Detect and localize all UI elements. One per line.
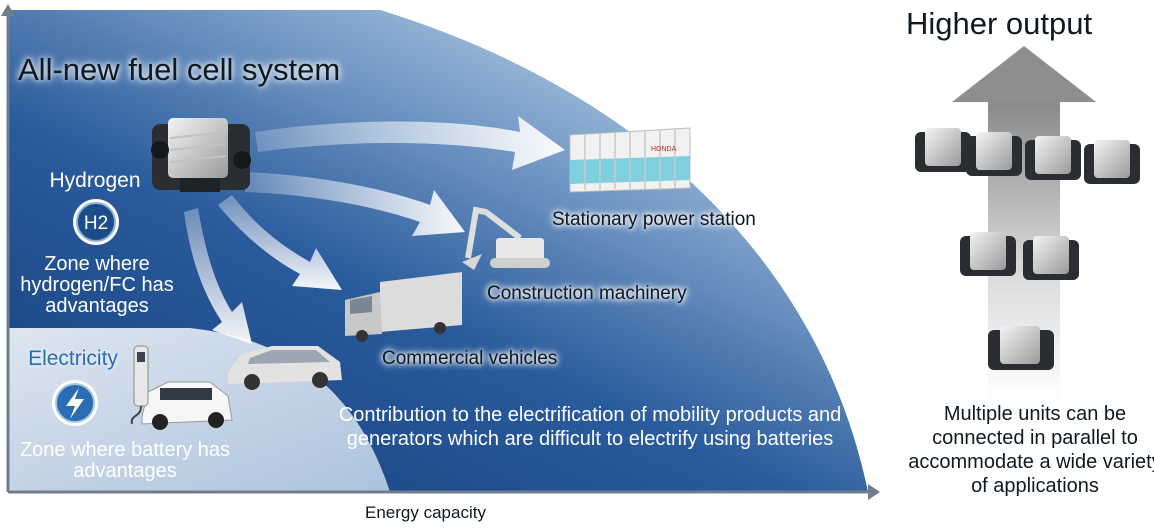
passenger-car-icon	[228, 346, 342, 390]
energy-capacity-axis-label: Energy capacity	[365, 503, 486, 522]
station-brand-logo: HONDA	[651, 146, 677, 153]
parallel-units-caption: Multiple units can be connected in paral…	[908, 403, 1154, 497]
stationary-power-station-icon: HONDA	[569, 127, 691, 193]
hydrogen-zone-description: Zone where hydrogen/FC has advantages	[20, 253, 174, 317]
commercial-vehicles-label: Commercial vehicles	[382, 348, 558, 369]
page-title: All-new fuel cell system	[18, 52, 341, 87]
hydrogen-badge-label: H2	[84, 213, 108, 234]
hydrogen-zone-heading: Hydrogen	[49, 169, 141, 192]
fc-units-row-2	[960, 232, 1079, 280]
fc-unit-icon	[1084, 140, 1140, 184]
lightning-badge-icon	[52, 380, 98, 426]
construction-machinery-label: Construction machinery	[487, 283, 687, 304]
electric-car-icon	[141, 381, 233, 430]
fc-unit-icon	[966, 132, 1022, 176]
contribution-text: Contribution to the electrification of m…	[338, 404, 842, 450]
arrow-to-passenger-car	[184, 208, 252, 344]
fuel-cell-module-icon	[151, 118, 251, 192]
electricity-zone-heading: Electricity	[28, 347, 118, 370]
arrow-to-construction	[245, 172, 465, 236]
fc-units-row-1	[988, 326, 1054, 370]
arrow-to-stationary	[255, 116, 565, 170]
x-axis-arrowhead	[868, 484, 880, 500]
y-axis-arrowhead	[1, 4, 15, 16]
hydrogen-badge-icon: H2	[73, 199, 119, 245]
arrow-to-commercial	[218, 195, 342, 290]
fc-units-row-4	[915, 128, 1140, 184]
higher-output-title: Higher output	[906, 6, 1093, 41]
electricity-zone-description: Zone where battery has advantages	[19, 439, 231, 482]
charging-station-icon	[130, 345, 149, 425]
fc-unit-icon	[988, 326, 1054, 370]
stationary-power-label: Stationary power station	[552, 209, 756, 230]
fc-unit-icon	[1023, 236, 1079, 280]
fc-unit-icon	[960, 232, 1016, 276]
excavator-icon	[462, 206, 550, 270]
fc-unit-icon	[1025, 136, 1081, 180]
truck-icon	[345, 272, 462, 342]
fc-unit-icon	[915, 128, 971, 172]
